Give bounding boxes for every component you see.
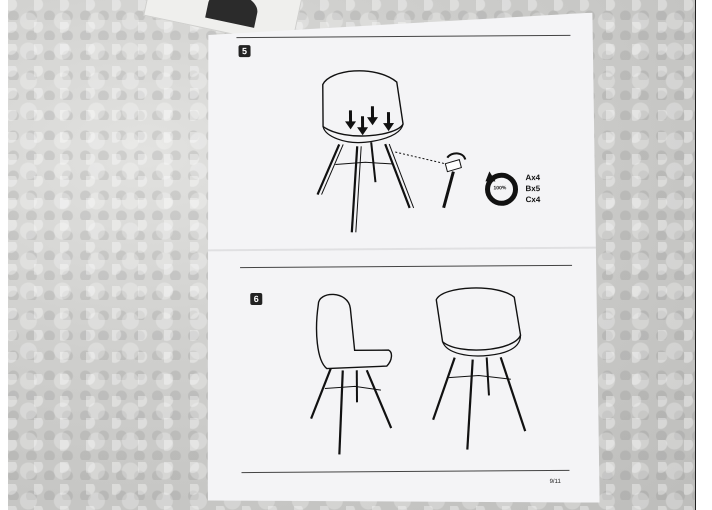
arrow-down-icon <box>343 106 403 146</box>
torque-label: 100% <box>493 185 506 191</box>
step-5-badge: 5 <box>239 45 251 57</box>
photo-background: 5 <box>8 0 696 510</box>
header-rule <box>236 35 570 38</box>
quantity-a: Ax4 <box>525 173 540 183</box>
step-6-badge: 6 <box>250 293 262 305</box>
allen-key-icon <box>395 151 475 212</box>
quantity-b: Bx5 <box>525 184 540 194</box>
dark-object <box>205 0 260 28</box>
section-divider <box>240 265 572 268</box>
chair-front-icon <box>428 285 529 456</box>
instruction-sheet: 5 <box>204 13 599 506</box>
footer-rule <box>241 470 569 473</box>
chair-side-icon <box>304 290 405 461</box>
page-number: 9/11 <box>550 479 561 485</box>
quantity-c: Cx4 <box>526 195 541 205</box>
right-frame <box>695 0 712 510</box>
paper-fold <box>206 247 598 252</box>
